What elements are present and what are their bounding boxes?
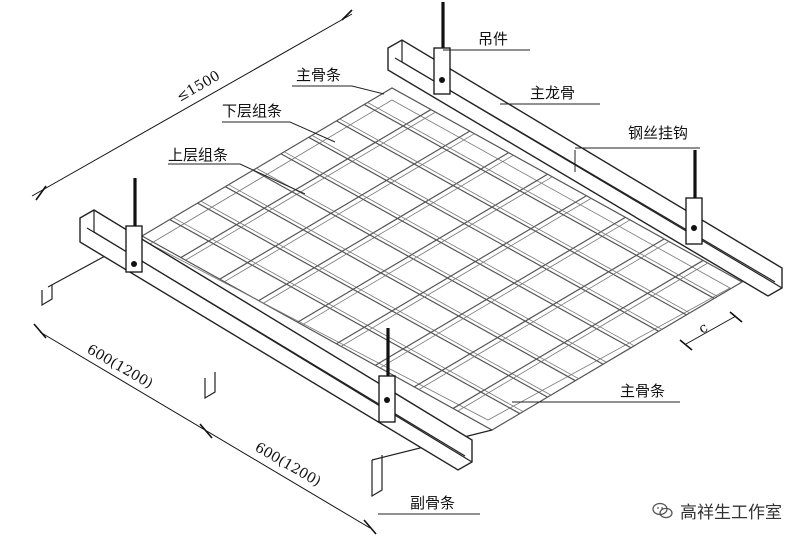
grid-bar bbox=[336, 195, 587, 345]
grid-bar-edge bbox=[256, 167, 607, 363]
dimension-offset: c bbox=[679, 311, 743, 351]
label-hanger: 吊件 bbox=[478, 30, 508, 48]
grid-bar bbox=[297, 173, 548, 323]
hanger-clip bbox=[125, 225, 143, 273]
grid-bar-edge bbox=[379, 219, 631, 369]
main-keel-bottom bbox=[79, 209, 473, 471]
label-wire-hook: 钢丝挂钩 bbox=[628, 124, 688, 142]
grid-bar-edge bbox=[302, 176, 553, 326]
dimension-max-span-label: ≤1500 bbox=[174, 68, 223, 106]
grid-bar bbox=[252, 169, 604, 365]
grid-bar-edge bbox=[340, 198, 592, 347]
grid-cells bbox=[169, 102, 718, 415]
grid-bar bbox=[363, 103, 715, 299]
grid-bar bbox=[336, 120, 687, 316]
label-main-bar-top: 主骨条 bbox=[296, 66, 341, 84]
grid-bar bbox=[197, 202, 548, 398]
dimension-offset-label: c bbox=[696, 320, 711, 338]
grid-bar-edge bbox=[284, 151, 635, 347]
grid-bar-edge bbox=[185, 111, 436, 261]
label-secondary-bar: 副骨条 bbox=[410, 494, 455, 512]
grid-bar bbox=[413, 238, 665, 388]
grid-bar-edge bbox=[311, 135, 663, 330]
label-main-bar-right: 主骨条 bbox=[620, 382, 665, 400]
grid-bar bbox=[452, 259, 704, 409]
grid-bar-edge bbox=[224, 133, 475, 283]
grid-bar bbox=[308, 136, 659, 332]
hanger-assemblies bbox=[125, 2, 703, 423]
watermark: 高祥生工作室 bbox=[652, 498, 782, 523]
grid-bar bbox=[258, 152, 509, 302]
clip-bolt-icon bbox=[384, 397, 390, 403]
hanger-clip bbox=[433, 47, 451, 95]
dimension-max-span: ≤1500 bbox=[31, 9, 353, 201]
grid-bar-edge bbox=[228, 184, 579, 380]
hanger-clip bbox=[685, 197, 703, 245]
grid-bar bbox=[169, 219, 521, 415]
label-main-keel: 主龙骨 bbox=[530, 84, 575, 102]
grid-bar bbox=[280, 153, 632, 349]
grid-bar-edge bbox=[263, 154, 514, 304]
grid-bar-edge bbox=[418, 241, 670, 390]
grid-bar-edge bbox=[457, 262, 708, 412]
label-upper-bar: 上层组条 bbox=[168, 146, 228, 164]
watermark-text: 高祥生工作室 bbox=[680, 503, 782, 523]
grid-bar-edge bbox=[339, 118, 690, 314]
grid-bar bbox=[219, 130, 471, 280]
grid-bar-edge bbox=[200, 200, 552, 396]
grid-bar bbox=[180, 109, 432, 259]
grid-bar-edge bbox=[172, 217, 524, 412]
main-keel-top bbox=[387, 39, 783, 297]
grid-bar-edge bbox=[367, 102, 718, 297]
grid-panel bbox=[140, 87, 744, 431]
clip-bolt-icon bbox=[131, 261, 137, 267]
grid-bar bbox=[225, 186, 576, 382]
label-lower-bar: 下层组条 bbox=[222, 102, 282, 120]
clip-bolt-icon bbox=[691, 225, 697, 231]
wechat-icon bbox=[652, 502, 674, 520]
grid-bar bbox=[375, 216, 626, 366]
dimension-spacing-1-label: 600(1200) bbox=[84, 342, 155, 392]
clip-bolt-icon bbox=[439, 77, 445, 83]
callouts: 吊件 主龙骨 钢丝挂钩 主骨条 下层组条 上层组条 主骨条 副骨条 bbox=[168, 30, 700, 515]
